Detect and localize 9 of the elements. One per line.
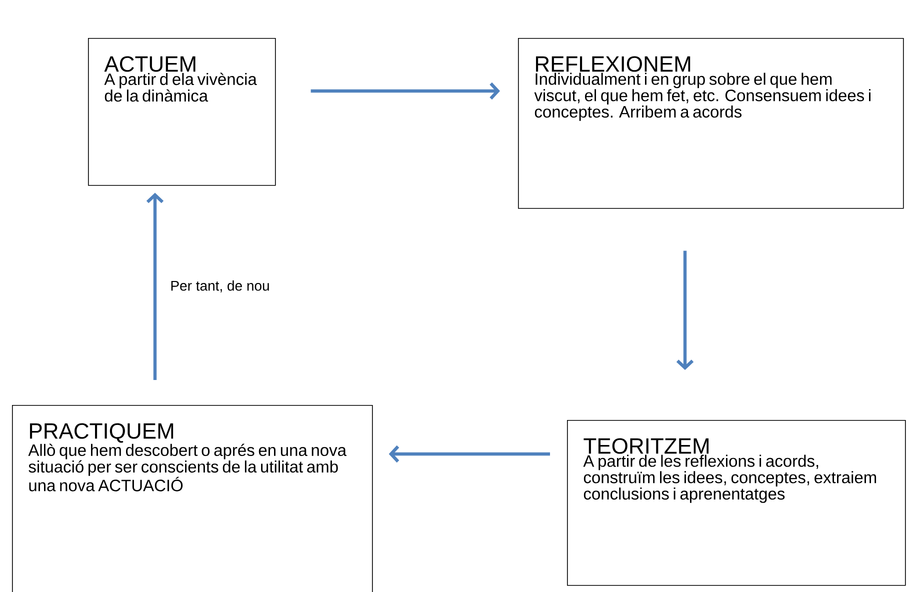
text-box: PRACTIQUEM Allò que hem descobert o aprés en una nova situació per ser conscients de la utilitat amb una nova ACTUACIÓ bbox=[12, 405, 373, 592]
text-box: ACTUEM A partir d ela vivència de la dinàmica bbox=[88, 38, 276, 186]
arrow bbox=[388, 445, 550, 463]
edge-label: Per tant, de nou bbox=[169, 279, 271, 294]
text-box: TEORITZEM A partir de les reflexions i acords, construïm les idees, conceptes, extraiem conclusions i aprenentatges bbox=[567, 420, 906, 586]
arrow bbox=[676, 250, 694, 370]
arrow bbox=[146, 192, 164, 380]
text-box: REFLEXIONEM Individualment i en grup sobre el que hem viscut, el que hem fet, etc. Consensuem idees i conceptes. Arribem a acords bbox=[518, 38, 904, 209]
arrow bbox=[310, 82, 500, 100]
